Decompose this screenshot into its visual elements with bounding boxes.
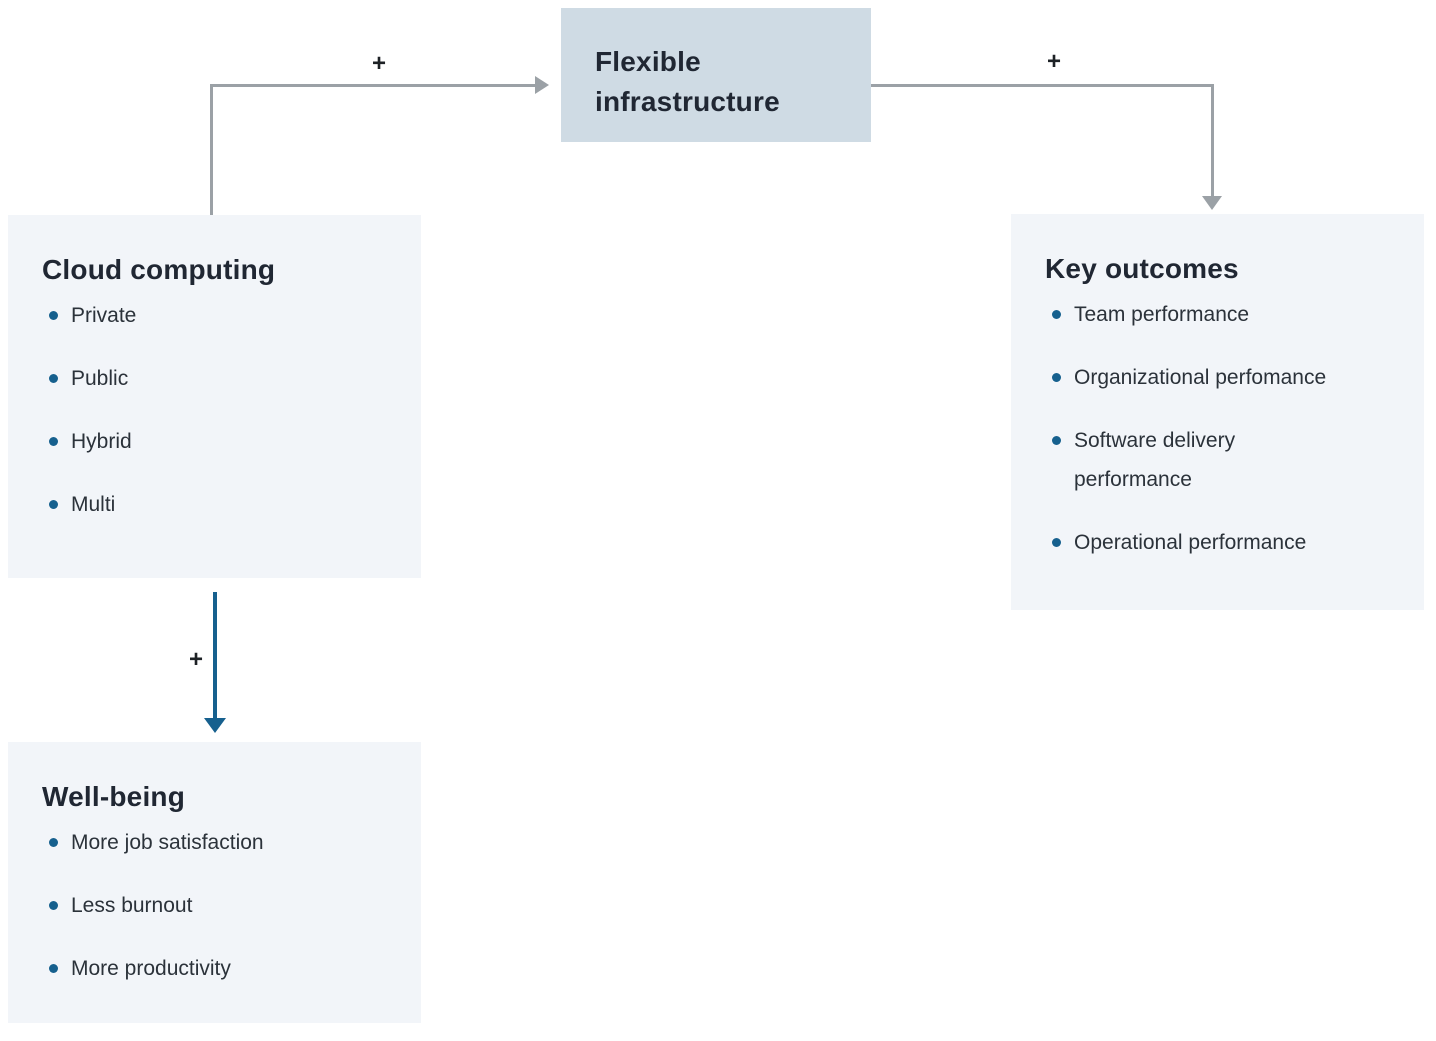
bullet-dot-icon	[49, 964, 58, 973]
list-item-label: More job satisfaction	[71, 831, 264, 854]
edge-cloud-to-flexible-vertical-line	[210, 84, 213, 215]
key-outcomes-list: Team performance Organizational perfoman…	[1011, 295, 1424, 562]
list-item-label: Public	[71, 367, 129, 390]
list-item-label: Operational performance	[1074, 531, 1307, 554]
list-item-label: Software delivery performance	[1074, 429, 1236, 491]
node-flexible-infrastructure: Flexible infrastructure	[561, 8, 871, 142]
list-item-label: More productivity	[71, 957, 231, 980]
node-title: Cloud computing	[42, 254, 276, 285]
bullet-dot-icon	[49, 500, 58, 509]
node-title: Well-being	[42, 781, 186, 812]
list-item-label: Team performance	[1074, 303, 1250, 326]
list-item: Public	[49, 359, 391, 398]
edge-cloud-to-wellbeing-vertical-line	[213, 592, 217, 719]
list-item-label: Less burnout	[71, 894, 193, 917]
list-item: Operational performance	[1052, 523, 1394, 562]
list-item: Hybrid	[49, 422, 391, 461]
bullet-dot-icon	[49, 437, 58, 446]
list-item: Team performance	[1052, 295, 1394, 334]
bullet-dot-icon	[1052, 436, 1061, 445]
list-item: Multi	[49, 485, 391, 524]
list-item: Less burnout	[49, 886, 391, 925]
edge-flexible-to-key-horizontal-line	[871, 84, 1214, 87]
well-being-list: More job satisfaction Less burnout More …	[8, 823, 421, 988]
edge-cloud-to-flexible-horizontal-line	[210, 84, 536, 87]
node-key-outcomes: Key outcomes Team performance Organizati…	[1011, 214, 1424, 610]
bullet-dot-icon	[49, 311, 58, 320]
node-cloud-computing: Cloud computing Private Public Hybrid Mu…	[8, 215, 421, 578]
edge-plus-label: +	[188, 646, 203, 673]
bullet-dot-icon	[1052, 538, 1061, 547]
list-item-label: Multi	[71, 493, 116, 516]
bullet-dot-icon	[1052, 373, 1061, 382]
list-item-label: Organizational perfomance	[1074, 366, 1327, 389]
list-item-label: Private	[71, 304, 137, 327]
node-title: Key outcomes	[1045, 253, 1239, 284]
edge-flexible-to-key-vertical-line	[1211, 84, 1214, 196]
bullet-dot-icon	[49, 901, 58, 910]
bullet-dot-icon	[49, 838, 58, 847]
cloud-computing-list: Private Public Hybrid Multi	[8, 296, 421, 524]
node-title: Flexible infrastructure	[595, 46, 780, 117]
list-item: More productivity	[49, 949, 391, 988]
list-item: Software delivery performance	[1052, 421, 1394, 499]
list-item: Organizational perfomance	[1052, 358, 1394, 397]
node-well-being: Well-being More job satisfaction Less bu…	[8, 742, 421, 1023]
bullet-dot-icon	[49, 374, 58, 383]
list-item: Private	[49, 296, 391, 335]
arrowhead-down-icon	[1202, 196, 1222, 210]
arrowhead-down-icon	[204, 718, 226, 733]
edge-plus-label: +	[1046, 48, 1061, 75]
bullet-dot-icon	[1052, 310, 1061, 319]
edge-plus-label: +	[371, 50, 386, 77]
list-item: More job satisfaction	[49, 823, 391, 862]
list-item-label: Hybrid	[71, 430, 132, 453]
arrowhead-right-icon	[535, 76, 549, 94]
